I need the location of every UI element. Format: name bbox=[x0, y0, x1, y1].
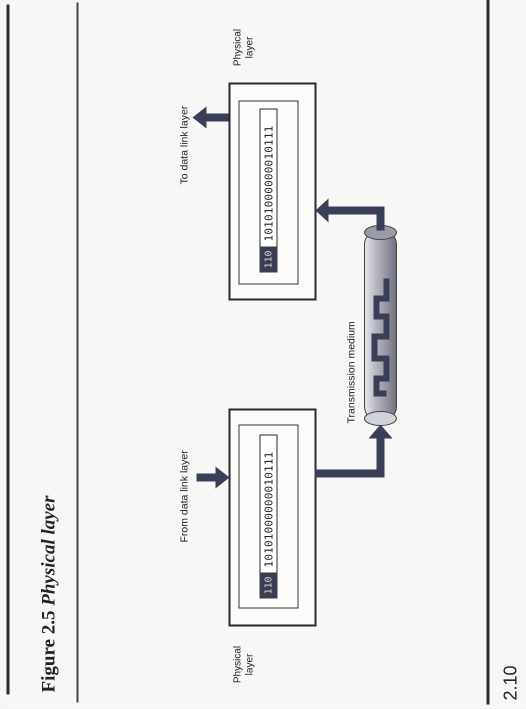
signal-wave bbox=[375, 279, 387, 394]
arrow-shaft-down bbox=[197, 474, 219, 482]
arrow-head-down bbox=[216, 467, 230, 489]
sender-drop-line bbox=[315, 470, 385, 478]
arrow-head-up bbox=[193, 107, 207, 129]
arrow-head-up-into-receiver bbox=[316, 199, 329, 223]
arrow-from-data-link-icon bbox=[197, 467, 230, 489]
arrow-head-right-into-medium bbox=[369, 425, 393, 439]
arrow-shaft-up bbox=[205, 114, 229, 122]
receiver-rise-line bbox=[327, 207, 385, 215]
sender-to-medium-line bbox=[377, 434, 385, 478]
transmission-medium-tube-icon bbox=[365, 226, 397, 426]
arrow-to-medium-icon bbox=[315, 425, 393, 478]
arrow-to-data-link-icon bbox=[193, 107, 229, 129]
tube-left-end bbox=[365, 412, 397, 426]
